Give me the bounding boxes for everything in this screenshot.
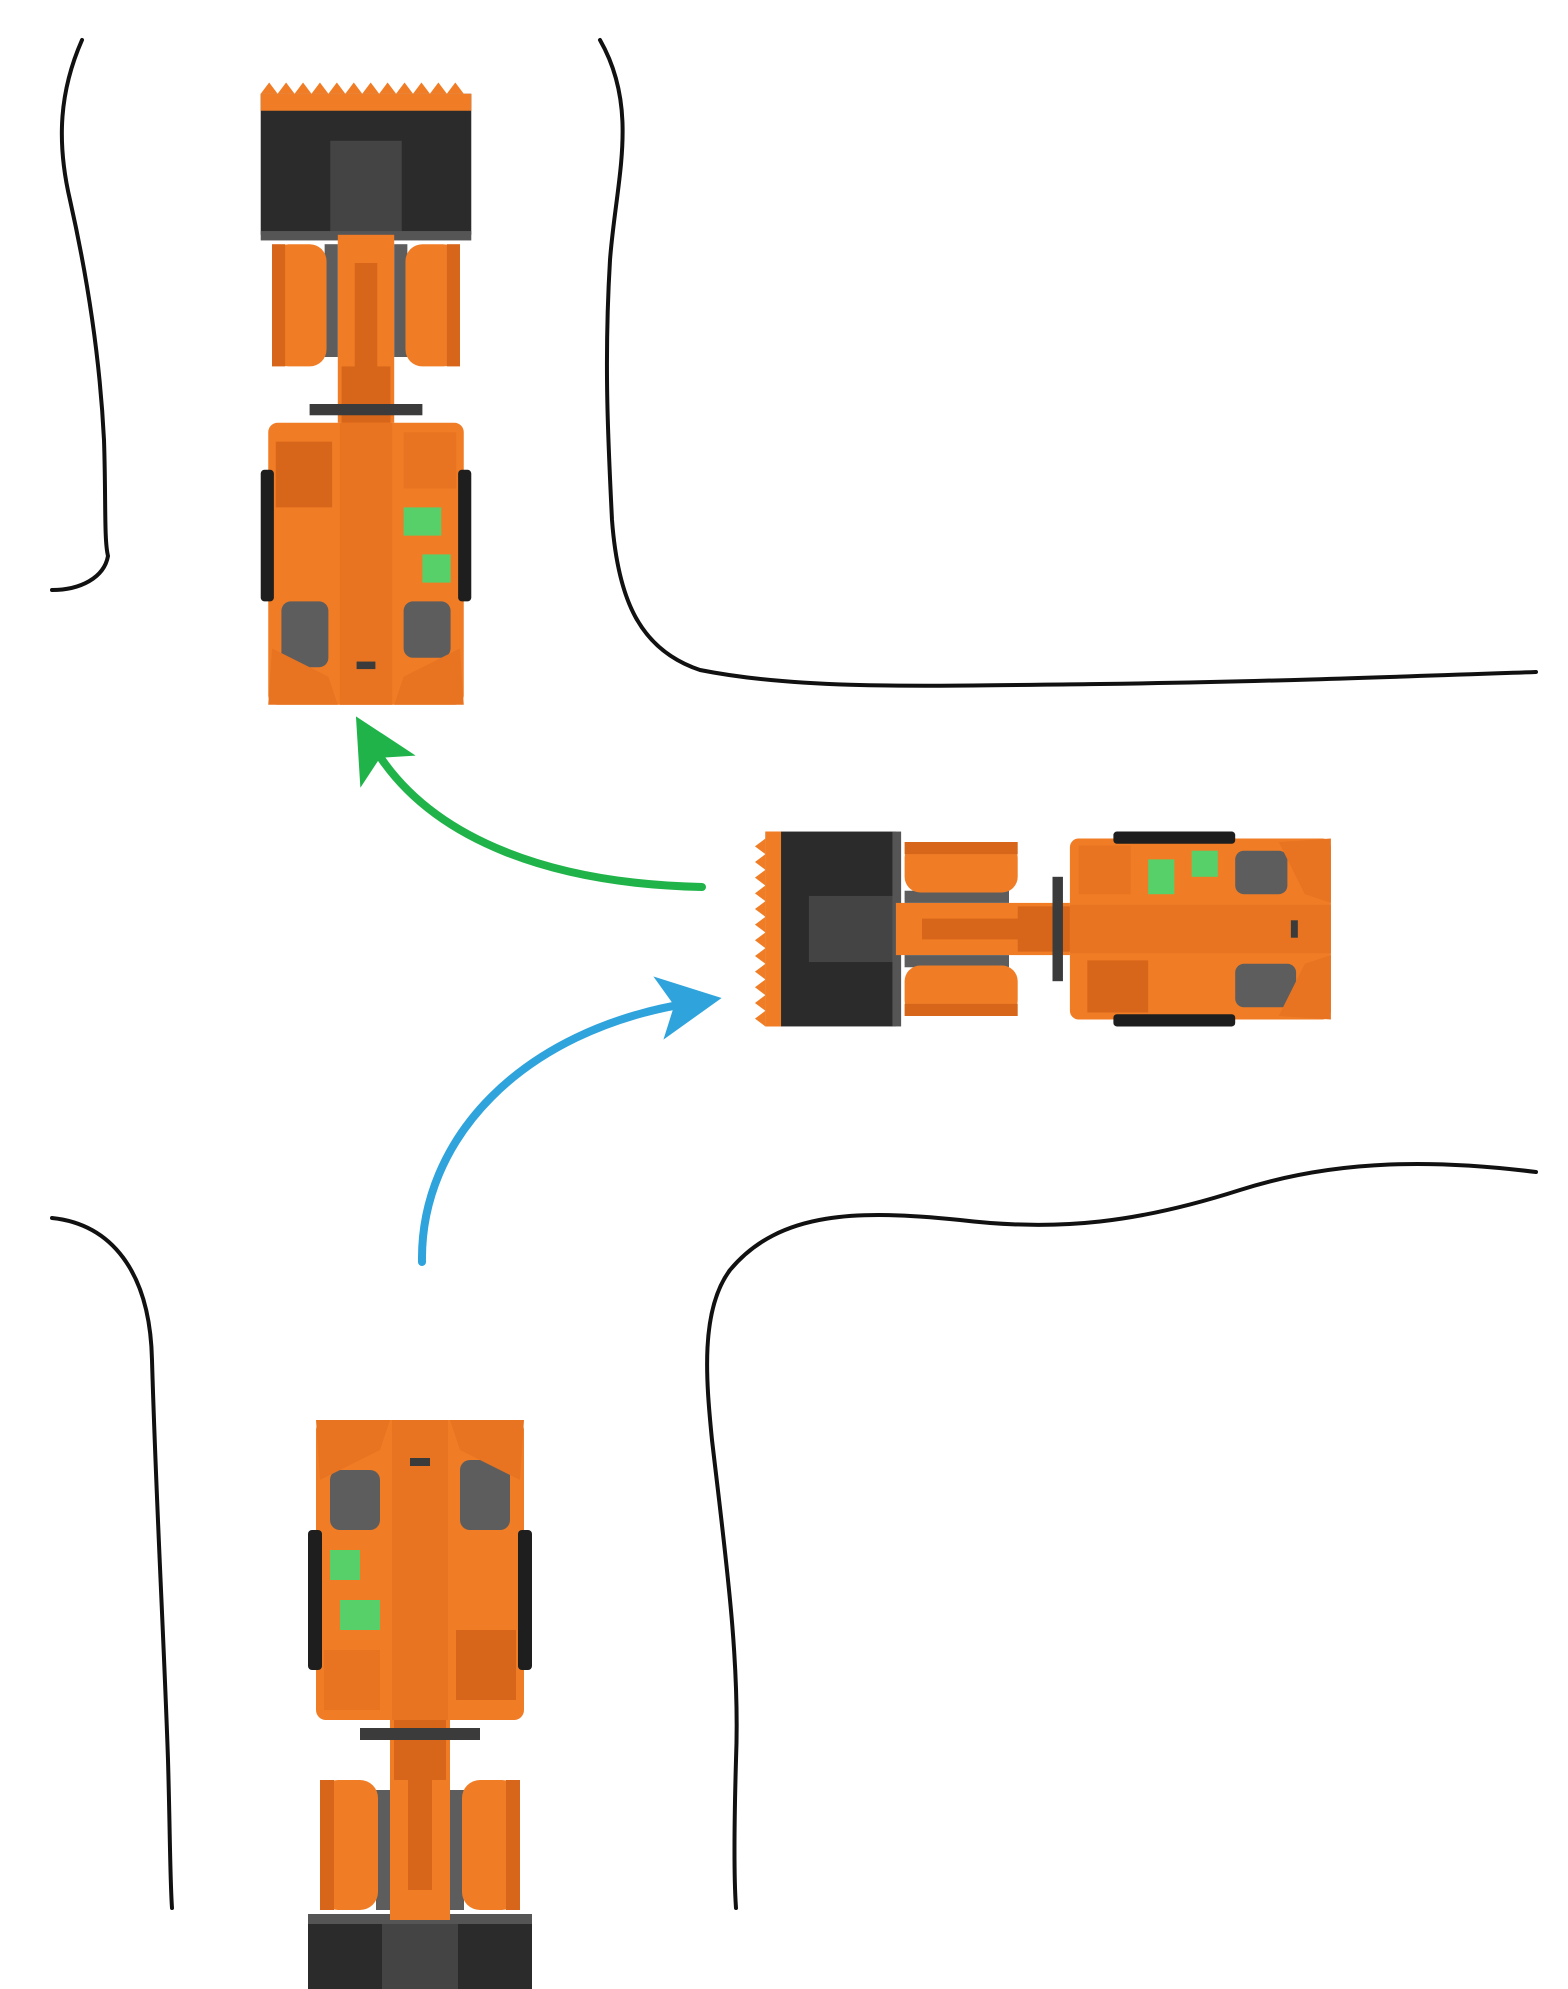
forward-move-arrow bbox=[417, 976, 722, 1266]
loader-middle-facing-left bbox=[754, 831, 1331, 1027]
wall-lower-right bbox=[705, 1161, 1538, 1910]
tunnel-walls bbox=[50, 38, 1538, 1910]
movement-arrows bbox=[355, 716, 722, 1266]
loader-start-facing-down bbox=[308, 1420, 532, 1989]
loader-end-facing-up bbox=[260, 82, 472, 705]
wall-lower-left bbox=[50, 1216, 174, 1910]
wall-upper-right bbox=[598, 38, 1538, 688]
wall-upper-left bbox=[50, 38, 110, 592]
reverse-move-arrow bbox=[355, 716, 706, 891]
